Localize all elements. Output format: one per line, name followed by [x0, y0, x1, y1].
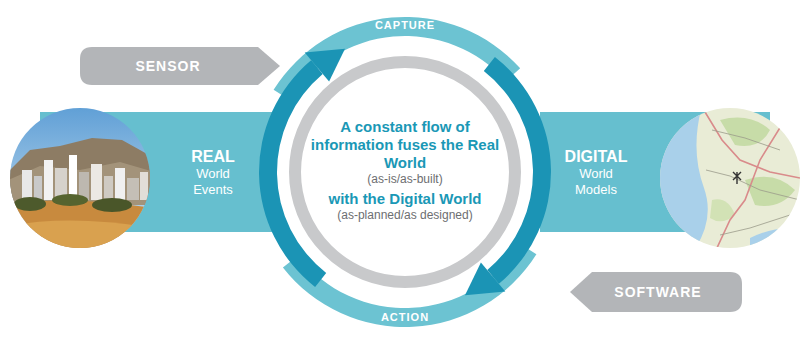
cycle-arrow [484, 57, 551, 284]
label-text: (as-planned/as designed) [310, 208, 500, 224]
map-photo [658, 106, 804, 256]
label-text: SOFTWARE [588, 284, 728, 301]
sensor-arrow-shape [80, 47, 280, 85]
capture-arc [274, 17, 521, 100]
label-text: (as-is/as-built) [310, 172, 500, 188]
label-text: DIGITAL [559, 147, 633, 166]
sensor-arrow-label: SENSOR [93, 58, 243, 75]
digital-world-band: DIGITALWorld Models [559, 147, 633, 197]
city-photo [8, 106, 154, 256]
label-text: ACTION [355, 311, 455, 324]
center-circle: A constant flow of information fuses the… [310, 118, 500, 225]
real-world-band: REALWorld Events [176, 147, 250, 197]
label-text: World Events [176, 166, 250, 197]
label-text: REAL [176, 147, 250, 166]
label-text: SENSOR [93, 58, 243, 75]
software-arrow-shape [570, 272, 742, 312]
label-text: with the Digital World [310, 190, 500, 208]
cycle-arrow [259, 60, 326, 287]
arrow-head [465, 262, 505, 295]
label-text: A constant flow of information fuses the… [310, 118, 500, 172]
software-arrow-label: SOFTWARE [588, 284, 728, 301]
label-text: CAPTURE [355, 19, 455, 32]
label-text: World Models [559, 166, 633, 197]
capture-arc-label: CAPTURE [355, 19, 455, 32]
center-ring [295, 62, 515, 282]
action-arc-label: ACTION [355, 311, 455, 324]
action-arc [283, 244, 537, 327]
arrow-head [305, 49, 345, 82]
